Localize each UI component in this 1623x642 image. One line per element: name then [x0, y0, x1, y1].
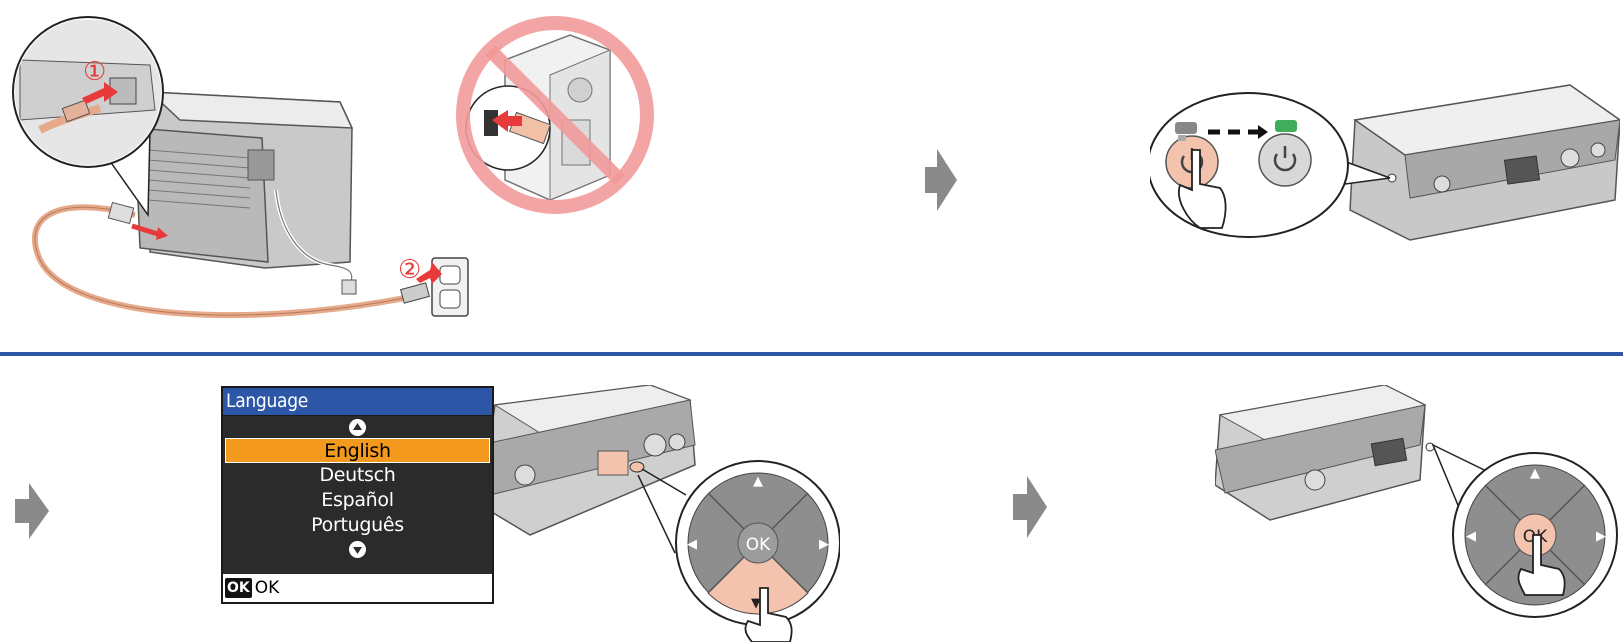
- up-arrow-icon: ▲: [1530, 466, 1540, 481]
- lcd-language-screen: Language English Deutsch Español Portugu…: [221, 386, 494, 604]
- lcd-language-option-espanol[interactable]: Español: [223, 488, 492, 513]
- wall-outlet-icon: [432, 258, 468, 316]
- lcd-scroll-up-icon: [223, 416, 492, 438]
- right-arrow-icon: ▶: [819, 537, 829, 552]
- usb-plug-icon: [342, 280, 356, 294]
- step-arrow-icon: [1013, 476, 1047, 538]
- no-usb-to-computer-illustration: [450, 10, 660, 220]
- right-arrow-icon: ▶: [1596, 529, 1606, 544]
- lcd-language-option-deutsch[interactable]: Deutsch: [223, 463, 492, 488]
- ok-button-icon: OK: [225, 578, 252, 598]
- power-icon: [1259, 134, 1311, 186]
- lcd-footer: OK OK: [223, 574, 492, 602]
- printer-panel-illustration: OK ▲ ◀ ▶ ▼: [480, 385, 840, 642]
- step-marker-2: ②: [398, 255, 421, 285]
- step-marker-1: ①: [83, 57, 106, 87]
- lcd-footer-label: OK: [255, 578, 280, 598]
- lcd-title: Language: [223, 388, 492, 416]
- power-on-illustration: [1150, 80, 1620, 250]
- section-divider: [0, 352, 1623, 356]
- step-arrow-icon: [15, 483, 49, 539]
- lcd-language-option-english[interactable]: English: [225, 438, 490, 463]
- left-arrow-icon: ◀: [1466, 529, 1476, 544]
- lcd-scroll-down-icon: [223, 538, 492, 560]
- power-cord-illustration: ① ②: [0, 0, 480, 335]
- step-arrow-icon: [925, 149, 957, 211]
- up-arrow-icon: ▲: [753, 474, 763, 489]
- left-arrow-icon: ◀: [687, 537, 697, 552]
- lcd-language-option-portugues[interactable]: Português: [223, 513, 492, 538]
- press-ok-illustration: OK ▲ ◀ ▶: [1215, 385, 1623, 642]
- keypad-ok-label: OK: [746, 535, 771, 555]
